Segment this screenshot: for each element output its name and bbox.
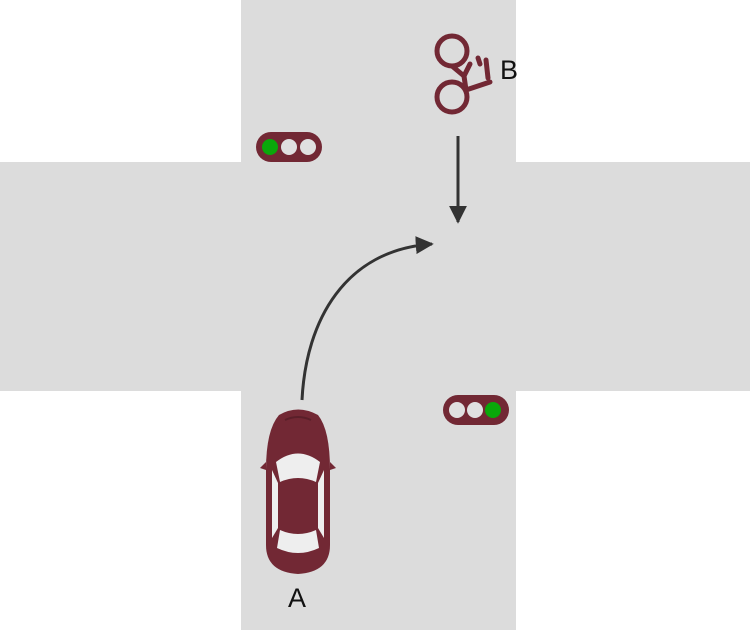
bicycle-icon: [434, 33, 493, 115]
traffic-light-bulb: [449, 402, 465, 418]
traffic-light-bulb: [300, 139, 316, 155]
traffic-light-lower-right: [443, 395, 509, 425]
traffic-light-bulb: [262, 139, 278, 155]
traffic-light-bulb: [467, 402, 483, 418]
horizontal-road: [0, 162, 750, 391]
traffic-light-bulb: [281, 139, 297, 155]
bicycle-label: B: [500, 55, 519, 85]
traffic-light-upper-left: [256, 132, 322, 162]
car-label: A: [288, 583, 307, 613]
traffic-light-bulb: [485, 402, 501, 418]
car-turn-arrow: [300, 236, 434, 401]
car-icon: [260, 409, 336, 574]
